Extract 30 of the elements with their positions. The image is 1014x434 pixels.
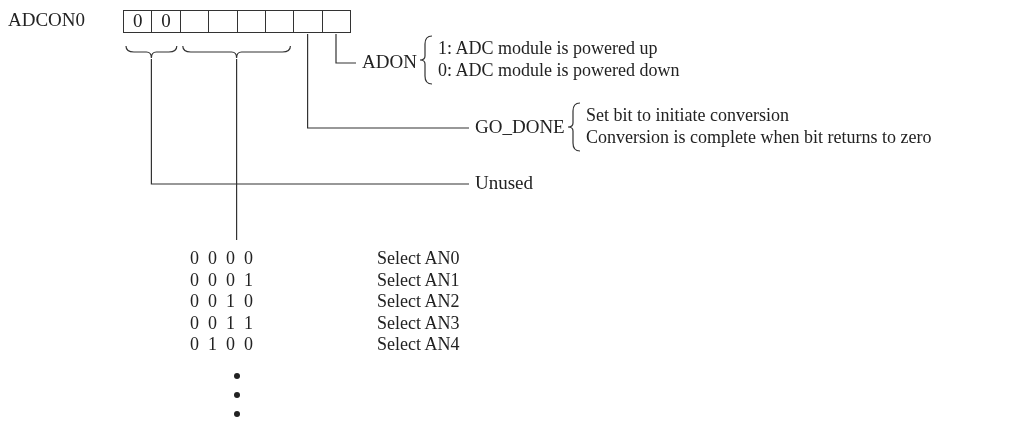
table-text: Select AN1 [377, 268, 460, 291]
bit-cell: 0 [151, 10, 181, 33]
field-label: Unused [475, 172, 534, 194]
bit-cell [265, 10, 295, 33]
leader-line [307, 33, 470, 129]
bit-pattern: 0 0 0 0 [190, 247, 253, 269]
bit-description: Set bit to initiate conversion [586, 104, 789, 126]
leader-line [335, 33, 357, 64]
bit-pattern: 0 0 1 0 [190, 290, 253, 312]
table-text: Select AN4 [377, 333, 460, 355]
leader-line [236, 58, 238, 241]
bit-description: Conversion is complete when bit returns to zero [586, 126, 932, 148]
bit-name: ADON [362, 51, 417, 73]
table-text: Select AN3 [377, 311, 460, 334]
bit-cell [293, 10, 323, 33]
bit-description: 0: ADC module is powered down [438, 59, 680, 81]
bit-cell: 0 [123, 10, 153, 33]
table-text: Select AN2 [377, 290, 460, 312]
bit-cell [208, 10, 238, 33]
bit-cell [321, 10, 352, 33]
register-name: ADCON0 [8, 9, 86, 31]
bit-pattern: 0 0 1 1 [190, 311, 253, 334]
bit-name: GO_DONE [475, 116, 565, 138]
table-text: Select AN0 [377, 247, 460, 269]
bit-cell [179, 10, 210, 33]
bit-description: 1: ADC module is powered up [438, 37, 658, 59]
bit-pattern: 0 0 0 1 [190, 268, 253, 291]
bit-pattern: 0 1 0 0 [190, 333, 253, 355]
bit-cell [236, 10, 266, 33]
leader-line [150, 58, 470, 185]
